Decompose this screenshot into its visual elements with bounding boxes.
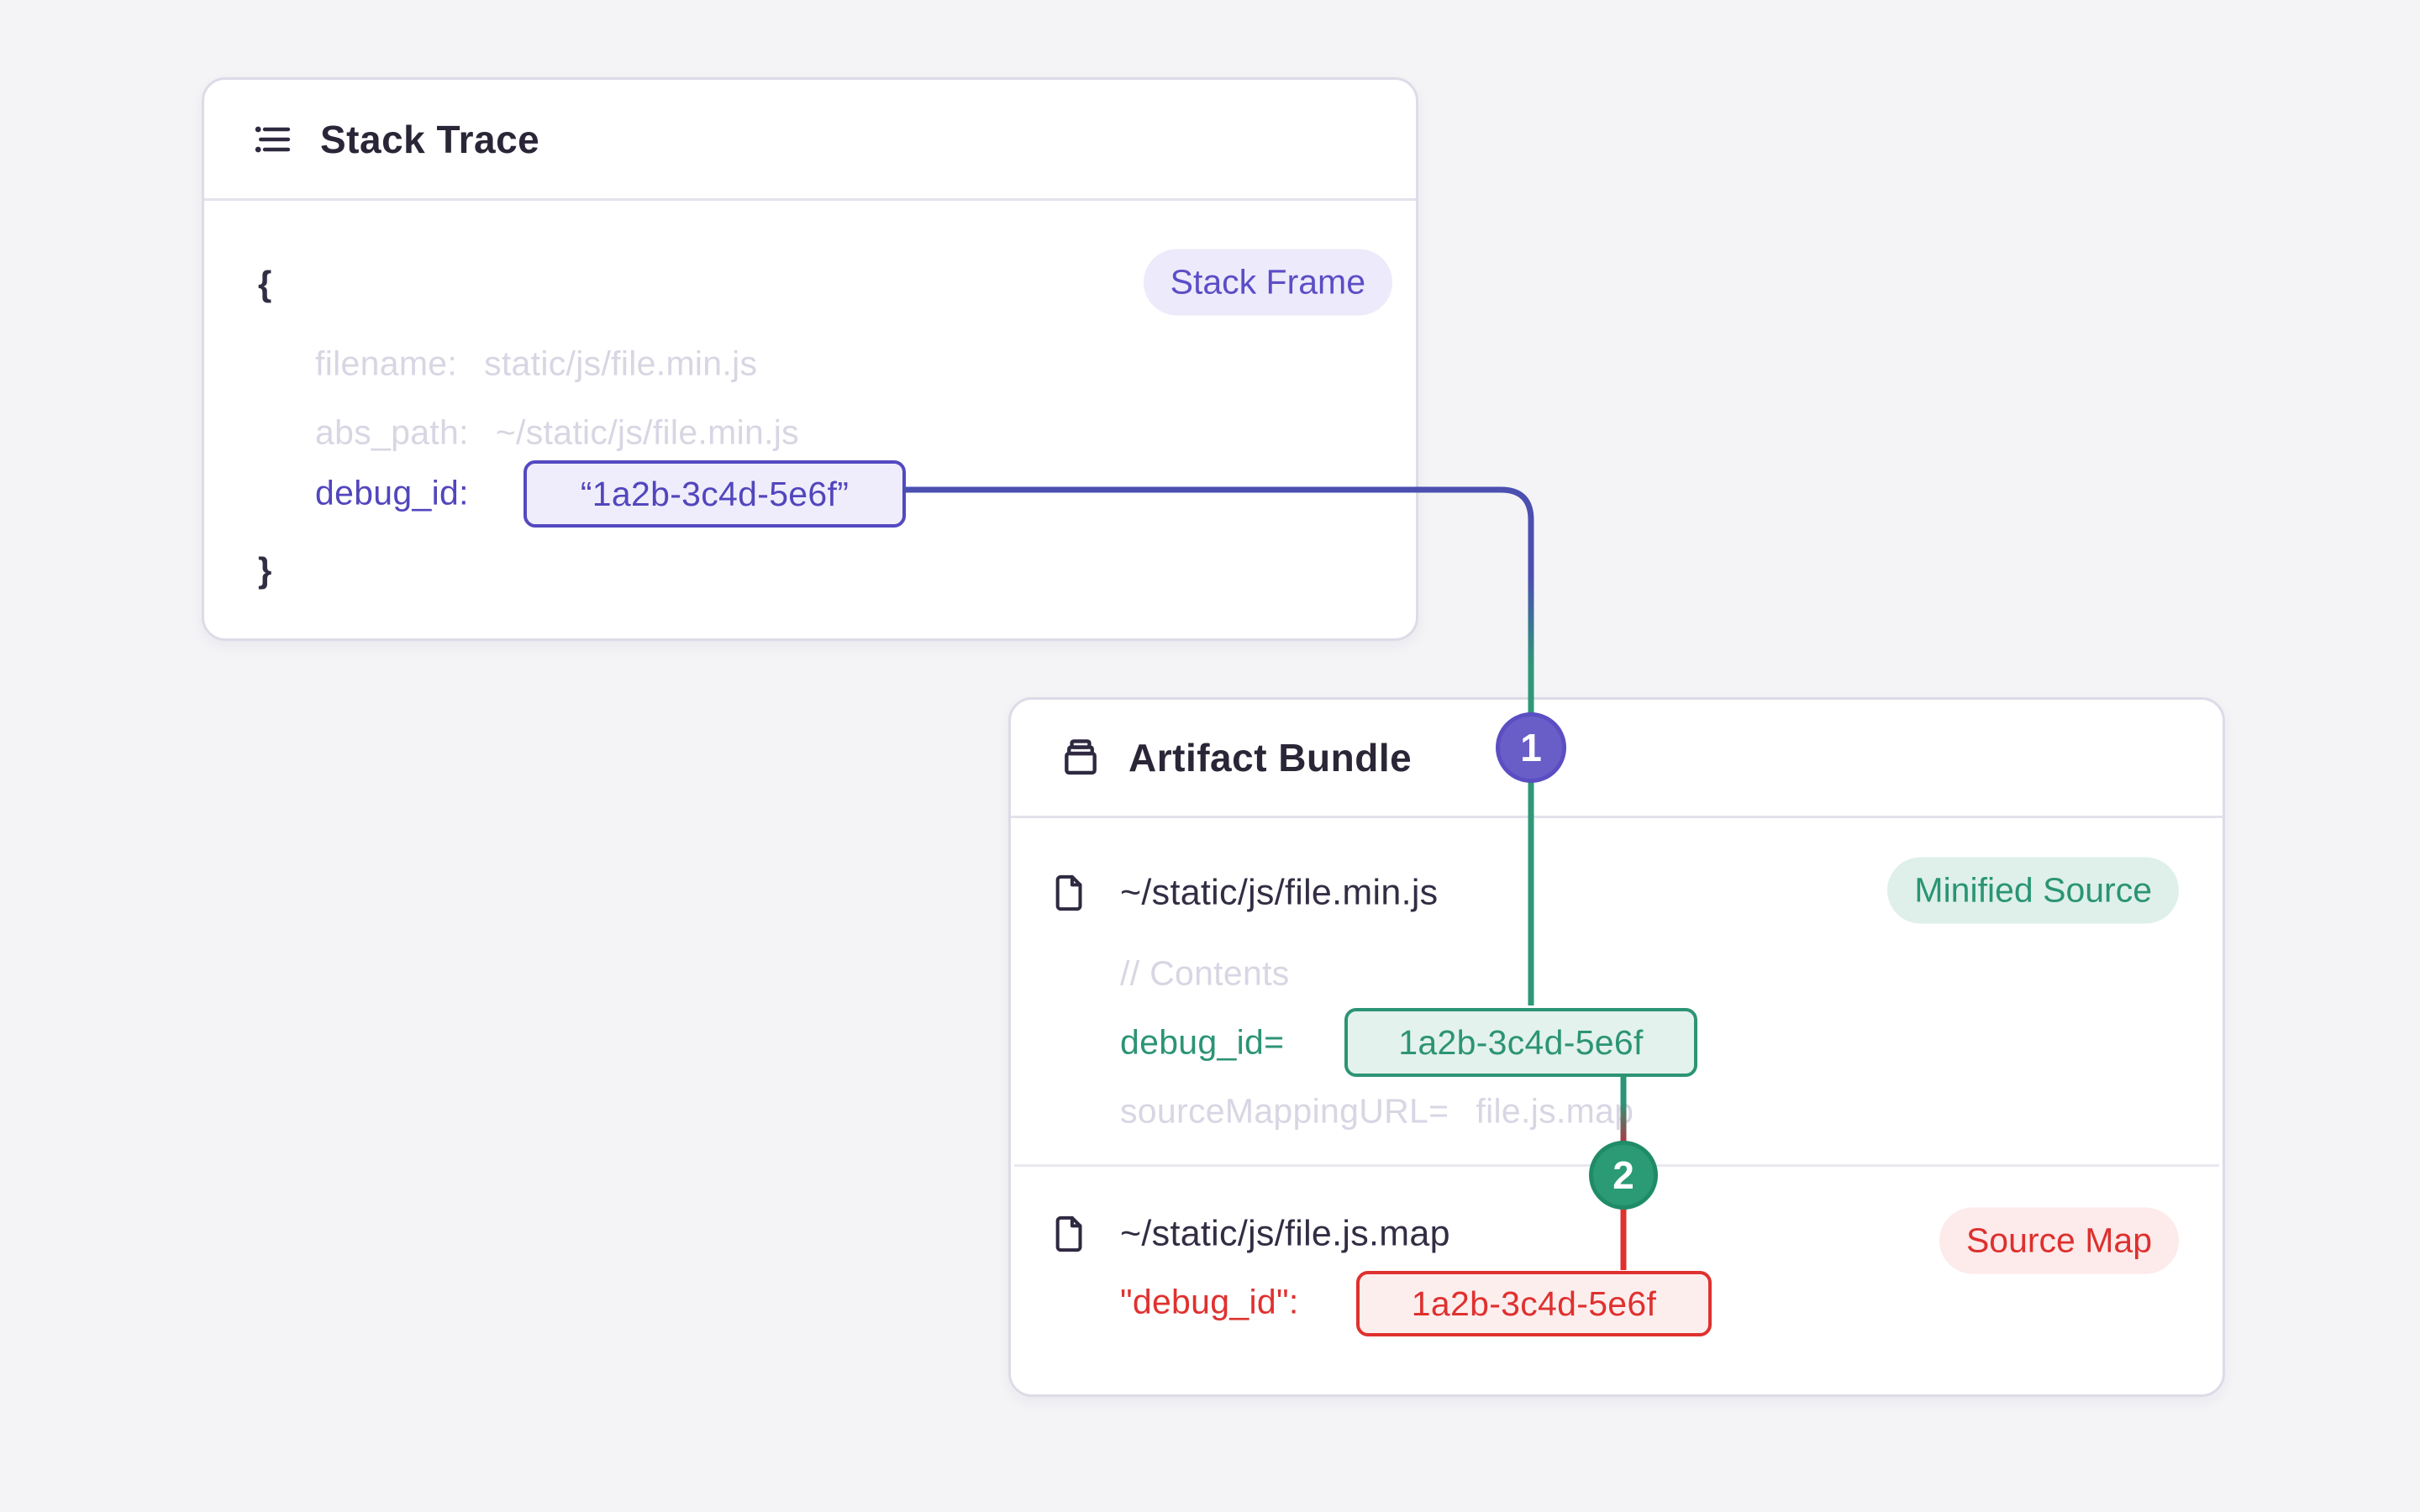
debug-id-chip-green: 1a2b-3c4d-5e6f — [1344, 1008, 1697, 1077]
source-mapping-value: file.js.map — [1476, 1091, 1634, 1131]
bundle-debug-id-key: debug_id= — [1120, 1022, 1285, 1062]
source-map-file-path: ~/static/js/file.js.map — [1120, 1213, 1450, 1254]
step-2-badge: 2 — [1589, 1141, 1658, 1210]
step-1-badge: 1 — [1496, 712, 1566, 783]
source-mapping-row: sourceMappingURL= file.js.map — [1120, 1092, 1634, 1131]
stack-trace-header: Stack Trace — [204, 80, 1416, 201]
filename-row: filename: static/js/file.min.js — [315, 344, 757, 384]
filename-key: filename: — [315, 344, 458, 383]
minified-file-path: ~/static/js/file.min.js — [1120, 872, 1439, 913]
abs-path-value: ~/static/js/file.min.js — [495, 412, 799, 452]
source-map-badge: Source Map — [1939, 1207, 2179, 1274]
stack-trace-card: Stack Trace { Stack Frame filename: stat… — [202, 77, 1418, 641]
artifact-bundle-title: Artifact Bundle — [1128, 736, 1413, 780]
stack-list-icon — [255, 126, 291, 152]
minified-source-badge: Minified Source — [1887, 857, 2179, 924]
debug-id-chip-red: 1a2b-3c4d-5e6f — [1356, 1271, 1712, 1336]
map-debug-id-key: "debug_id": — [1120, 1282, 1299, 1321]
filename-value: static/js/file.min.js — [484, 344, 758, 383]
open-brace: { — [258, 264, 272, 303]
source-mapping-key: sourceMappingURL= — [1120, 1091, 1449, 1131]
contents-comment: // Contents — [1120, 953, 1290, 993]
file-icon-js-map — [1055, 1215, 1082, 1252]
artifact-bundle-card: Artifact Bundle ~/static/js/file.min.js … — [1008, 697, 2225, 1397]
file-icon-min-js — [1055, 874, 1082, 911]
debug-id-chip-purple: “1a2b-3c4d-5e6f” — [523, 460, 906, 528]
archive-box-icon — [1065, 739, 1097, 775]
close-brace: } — [258, 550, 272, 590]
debug-id-key: debug_id: — [315, 473, 469, 512]
abs-path-key: abs_path: — [315, 412, 469, 452]
artifact-bundle-header: Artifact Bundle — [1011, 700, 2223, 818]
stack-trace-title: Stack Trace — [320, 117, 540, 161]
abs-path-row: abs_path: ~/static/js/file.min.js — [315, 413, 799, 453]
stack-frame-badge: Stack Frame — [1143, 249, 1392, 316]
